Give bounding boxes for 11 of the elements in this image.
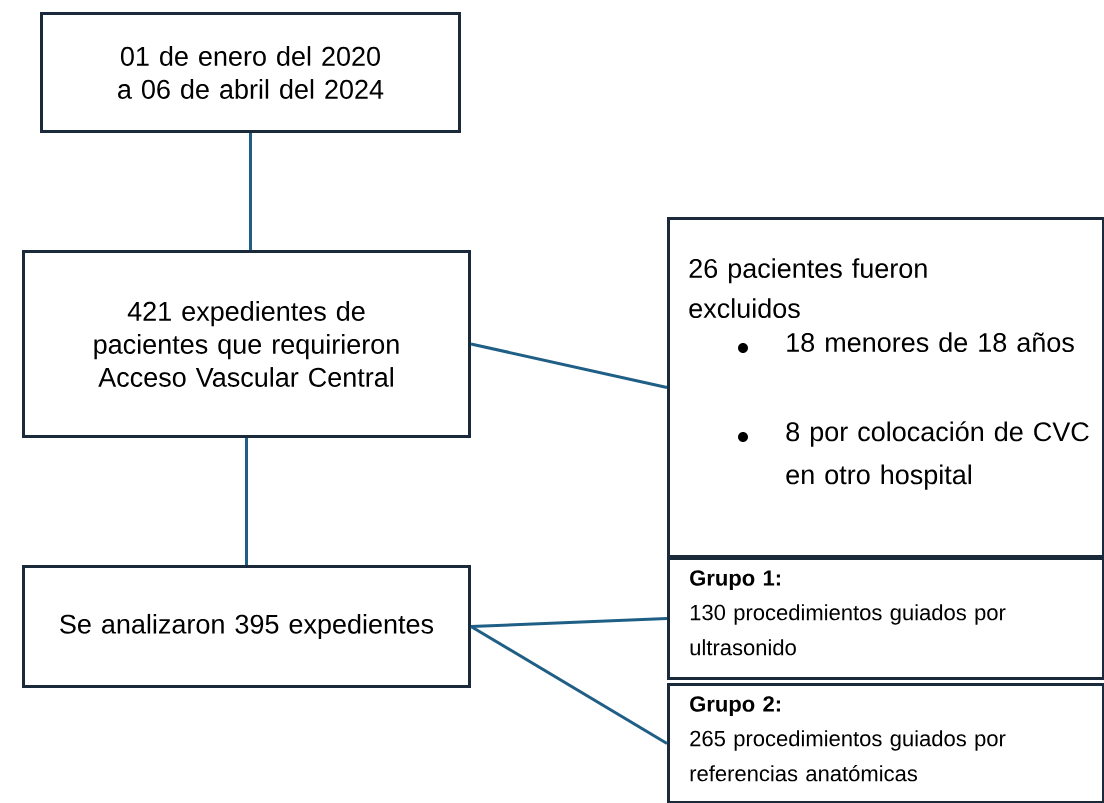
- connector-line: [470, 625, 668, 745]
- group-box: Grupo 1: 130 procedimientos guiados por ultrasonido: [667, 557, 1104, 680]
- process-box: 01 de enero del 2020 a 06 de abril del 2024: [40, 12, 461, 133]
- connector-line: [470, 342, 668, 389]
- process-box: Se analizaron 395 expedientes: [22, 565, 471, 688]
- exclusion-box: 26 pacientes fueron excluidos 18 menores de 18 años 8 por colocación de CVC en otro hospital: [667, 217, 1104, 558]
- process-box: 421 expedientes de pacientes que requirieron Acceso Vascular Central: [22, 250, 471, 438]
- connector-line: [245, 438, 248, 565]
- group-box: Grupo 2: 265 procedimientos guiados por referencias anatómicas: [667, 683, 1104, 803]
- connector-line: [249, 133, 252, 250]
- connector-line: [470, 617, 668, 628]
